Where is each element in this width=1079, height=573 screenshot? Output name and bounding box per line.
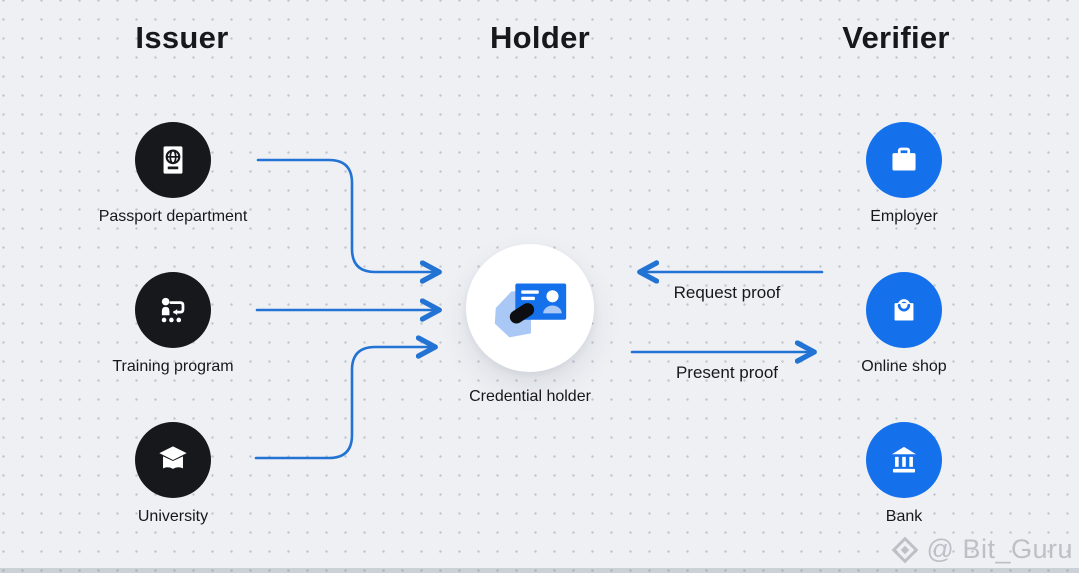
node-online-shop: Online shop	[814, 272, 994, 376]
node-label: Credential holder	[469, 388, 591, 405]
present-proof-label: Present proof	[675, 363, 779, 382]
id-card-in-hand-icon	[494, 283, 567, 338]
watermark-handle: @ Bit_Guru	[926, 534, 1073, 564]
binance-diamond-icon	[891, 536, 918, 563]
node-label: Employer	[870, 208, 938, 225]
passport-department-circle	[135, 122, 211, 198]
shopping-bag-icon	[894, 299, 914, 321]
university-circle	[135, 422, 211, 498]
column-title-holder: Holder	[490, 20, 590, 55]
arrow-passport-to-holder	[256, 158, 442, 284]
bottom-edge-strip	[0, 568, 1079, 573]
employer-circle	[866, 122, 942, 198]
briefcase-icon	[892, 147, 916, 171]
arrow-university-to-holder	[254, 335, 438, 460]
watermark: @ Bit_Guru	[890, 534, 1073, 565]
node-passport-department: Passport department	[83, 122, 263, 226]
node-bank: Bank	[814, 422, 994, 526]
passport-icon	[163, 146, 183, 174]
bank-circle	[866, 422, 942, 498]
node-employer: Employer	[814, 122, 994, 226]
node-training-program: Training program	[83, 272, 263, 376]
node-credential-holder: Credential holder	[440, 244, 620, 406]
node-label: Training program	[112, 358, 234, 375]
online-shop-circle	[866, 272, 942, 348]
column-title-issuer: Issuer	[135, 20, 229, 55]
bank-icon	[891, 446, 917, 473]
request-proof-label: Request proof	[673, 283, 781, 302]
training-program-circle	[135, 272, 211, 348]
column-title-verifier: Verifier	[842, 20, 950, 55]
node-label: Online shop	[861, 358, 947, 375]
training-program-icon	[161, 297, 185, 323]
graduation-cap-icon	[159, 446, 187, 469]
credential-holder-circle	[466, 244, 594, 372]
node-label: University	[137, 508, 209, 525]
node-university: University	[83, 422, 263, 526]
node-label: Passport department	[98, 208, 248, 225]
node-label: Bank	[885, 508, 923, 525]
